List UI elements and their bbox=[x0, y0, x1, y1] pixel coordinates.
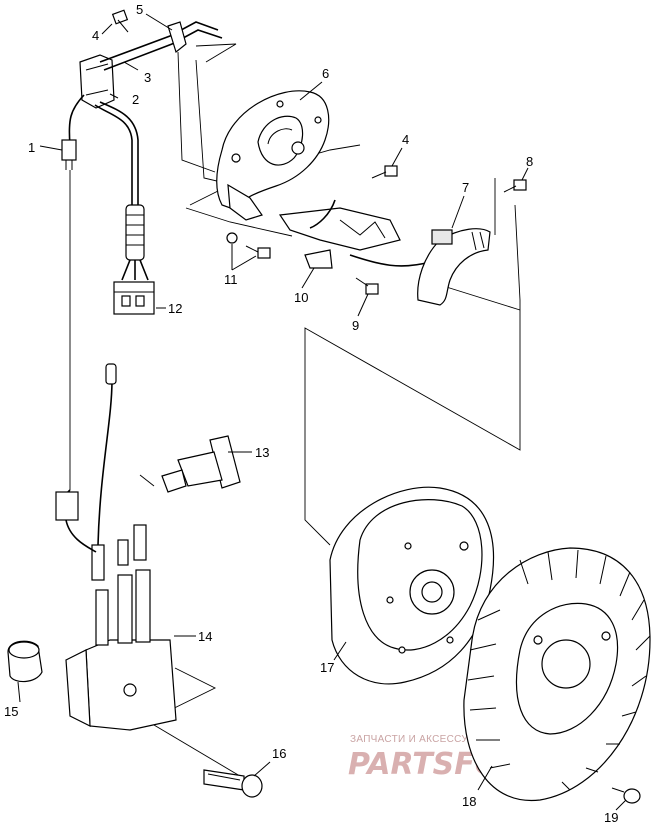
callout-2: 2 bbox=[132, 92, 139, 107]
screw-16 bbox=[203, 769, 263, 798]
callout-19: 19 bbox=[604, 810, 618, 825]
wire-sheath bbox=[125, 204, 145, 261]
callout-8: 8 bbox=[526, 154, 533, 169]
assembly-guides bbox=[69, 43, 521, 783]
callout-7: 7 bbox=[462, 180, 469, 195]
screw-11 bbox=[226, 232, 271, 259]
screw-8 bbox=[503, 179, 527, 193]
callout-13: 13 bbox=[255, 445, 269, 460]
pickup-sensor bbox=[278, 199, 431, 269]
connector-1 bbox=[61, 139, 77, 170]
cooling-fan bbox=[463, 547, 651, 802]
callout-4-top: 4 bbox=[92, 28, 99, 43]
ignition-coil bbox=[55, 363, 177, 731]
connector-12 bbox=[113, 281, 155, 315]
screw-4-top bbox=[111, 9, 129, 33]
callout-16: 16 bbox=[272, 746, 286, 761]
stator-plate bbox=[216, 90, 330, 221]
callout-11: 11 bbox=[224, 272, 238, 287]
callout-labels: 1 2 3 4 5 6 4 7 8 9 10 11 12 13 14 15 16… bbox=[4, 2, 618, 825]
exciter-coil bbox=[417, 228, 491, 306]
callout-14: 14 bbox=[198, 629, 212, 644]
screw-4-mid bbox=[371, 165, 398, 179]
screw-19 bbox=[611, 787, 641, 804]
flywheel bbox=[329, 486, 495, 685]
spark-plug-cap bbox=[161, 435, 241, 493]
callout-3: 3 bbox=[144, 70, 151, 85]
callout-10: 10 bbox=[294, 290, 308, 305]
wire-tube bbox=[99, 21, 219, 63]
screw-9 bbox=[355, 277, 379, 295]
callout-9: 9 bbox=[352, 318, 359, 333]
rubber-bushing bbox=[7, 640, 43, 683]
leader-lines bbox=[17, 13, 627, 811]
callout-17: 17 bbox=[320, 660, 334, 675]
callout-12: 12 bbox=[168, 301, 182, 316]
callout-1: 1 bbox=[28, 140, 35, 155]
wiring-harness bbox=[61, 9, 223, 315]
callout-15: 15 bbox=[4, 704, 18, 719]
callout-18: 18 bbox=[462, 794, 476, 809]
clamp bbox=[167, 21, 187, 54]
callout-5: 5 bbox=[136, 2, 143, 17]
callout-4-mid: 4 bbox=[402, 132, 409, 147]
callout-6: 6 bbox=[322, 66, 329, 81]
harness-bracket bbox=[79, 54, 115, 109]
